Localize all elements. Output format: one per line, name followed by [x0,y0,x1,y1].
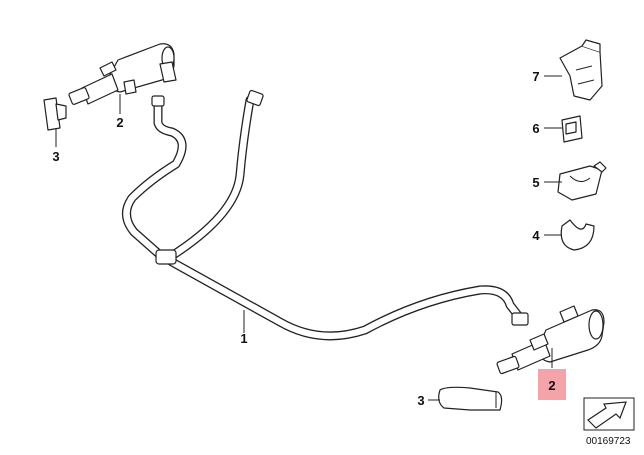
nozzle-cap-upper[interactable] [43,97,67,131]
callout-2-upper: 2 [116,115,123,130]
callout-4: 4 [532,228,540,243]
callout-7: 7 [532,69,539,84]
clip-7[interactable] [559,39,603,101]
washer-nozzle-upper[interactable] [68,43,177,105]
diagram-badge: 00169723 [583,397,635,447]
diagram-number: 00169723 [586,436,631,447]
callout-3-upper: 3 [52,149,59,164]
callout-6: 6 [532,121,539,136]
callout-5: 5 [532,175,539,190]
hose-assembly[interactable] [122,89,529,341]
callout-3-lower: 3 [417,393,424,408]
nozzle-cap-lower[interactable] [438,386,503,411]
callout-2-lower: 2 [548,378,555,393]
arrow-icon [587,401,627,429]
clip-4[interactable] [560,219,595,251]
clip-5[interactable] [557,161,607,201]
callout-1: 1 [240,331,247,346]
callout-highlight [538,369,566,400]
clip-6[interactable] [561,115,583,143]
washer-nozzle-lower[interactable] [496,305,605,375]
